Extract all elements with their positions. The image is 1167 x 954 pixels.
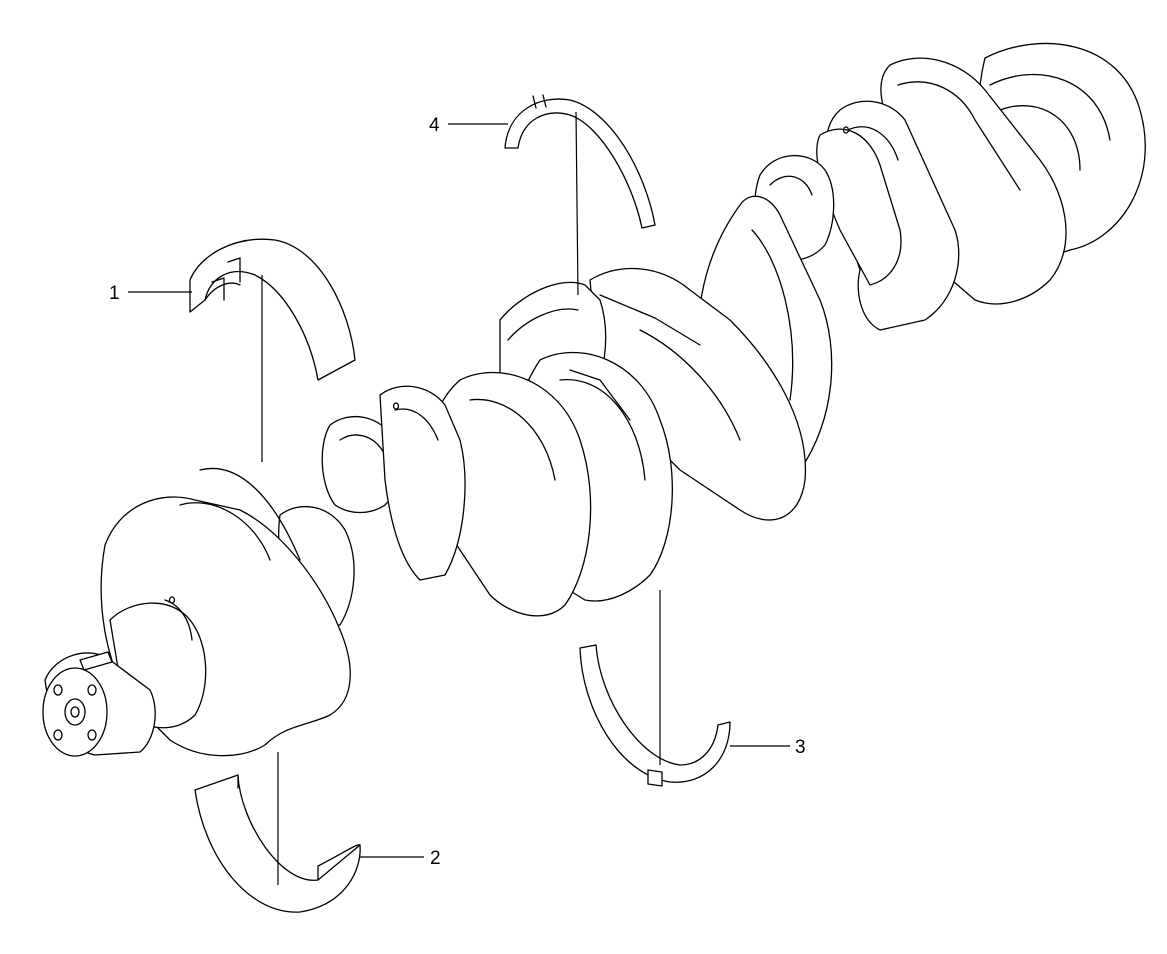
callout-labels: 1 2 3 4: [109, 115, 806, 869]
bearing-shell-lower: [194, 774, 361, 913]
callout-3: 3: [795, 737, 806, 758]
thrust-washer-lower: [579, 644, 731, 787]
crankshaft-nose: [42, 651, 156, 757]
crankshaft-web-1b: [379, 385, 466, 581]
callout-1: 1: [109, 283, 120, 304]
callout-2: 2: [430, 848, 441, 869]
crankshaft: [42, 42, 1146, 757]
thrust-washer-upper: [504, 94, 656, 229]
crankshaft-web-4: [589, 267, 807, 521]
leader-lines: [128, 111, 790, 885]
callout-4: 4: [429, 115, 440, 136]
bearing-shell-upper: [189, 238, 356, 381]
crankshaft-pin-front: [321, 415, 401, 514]
